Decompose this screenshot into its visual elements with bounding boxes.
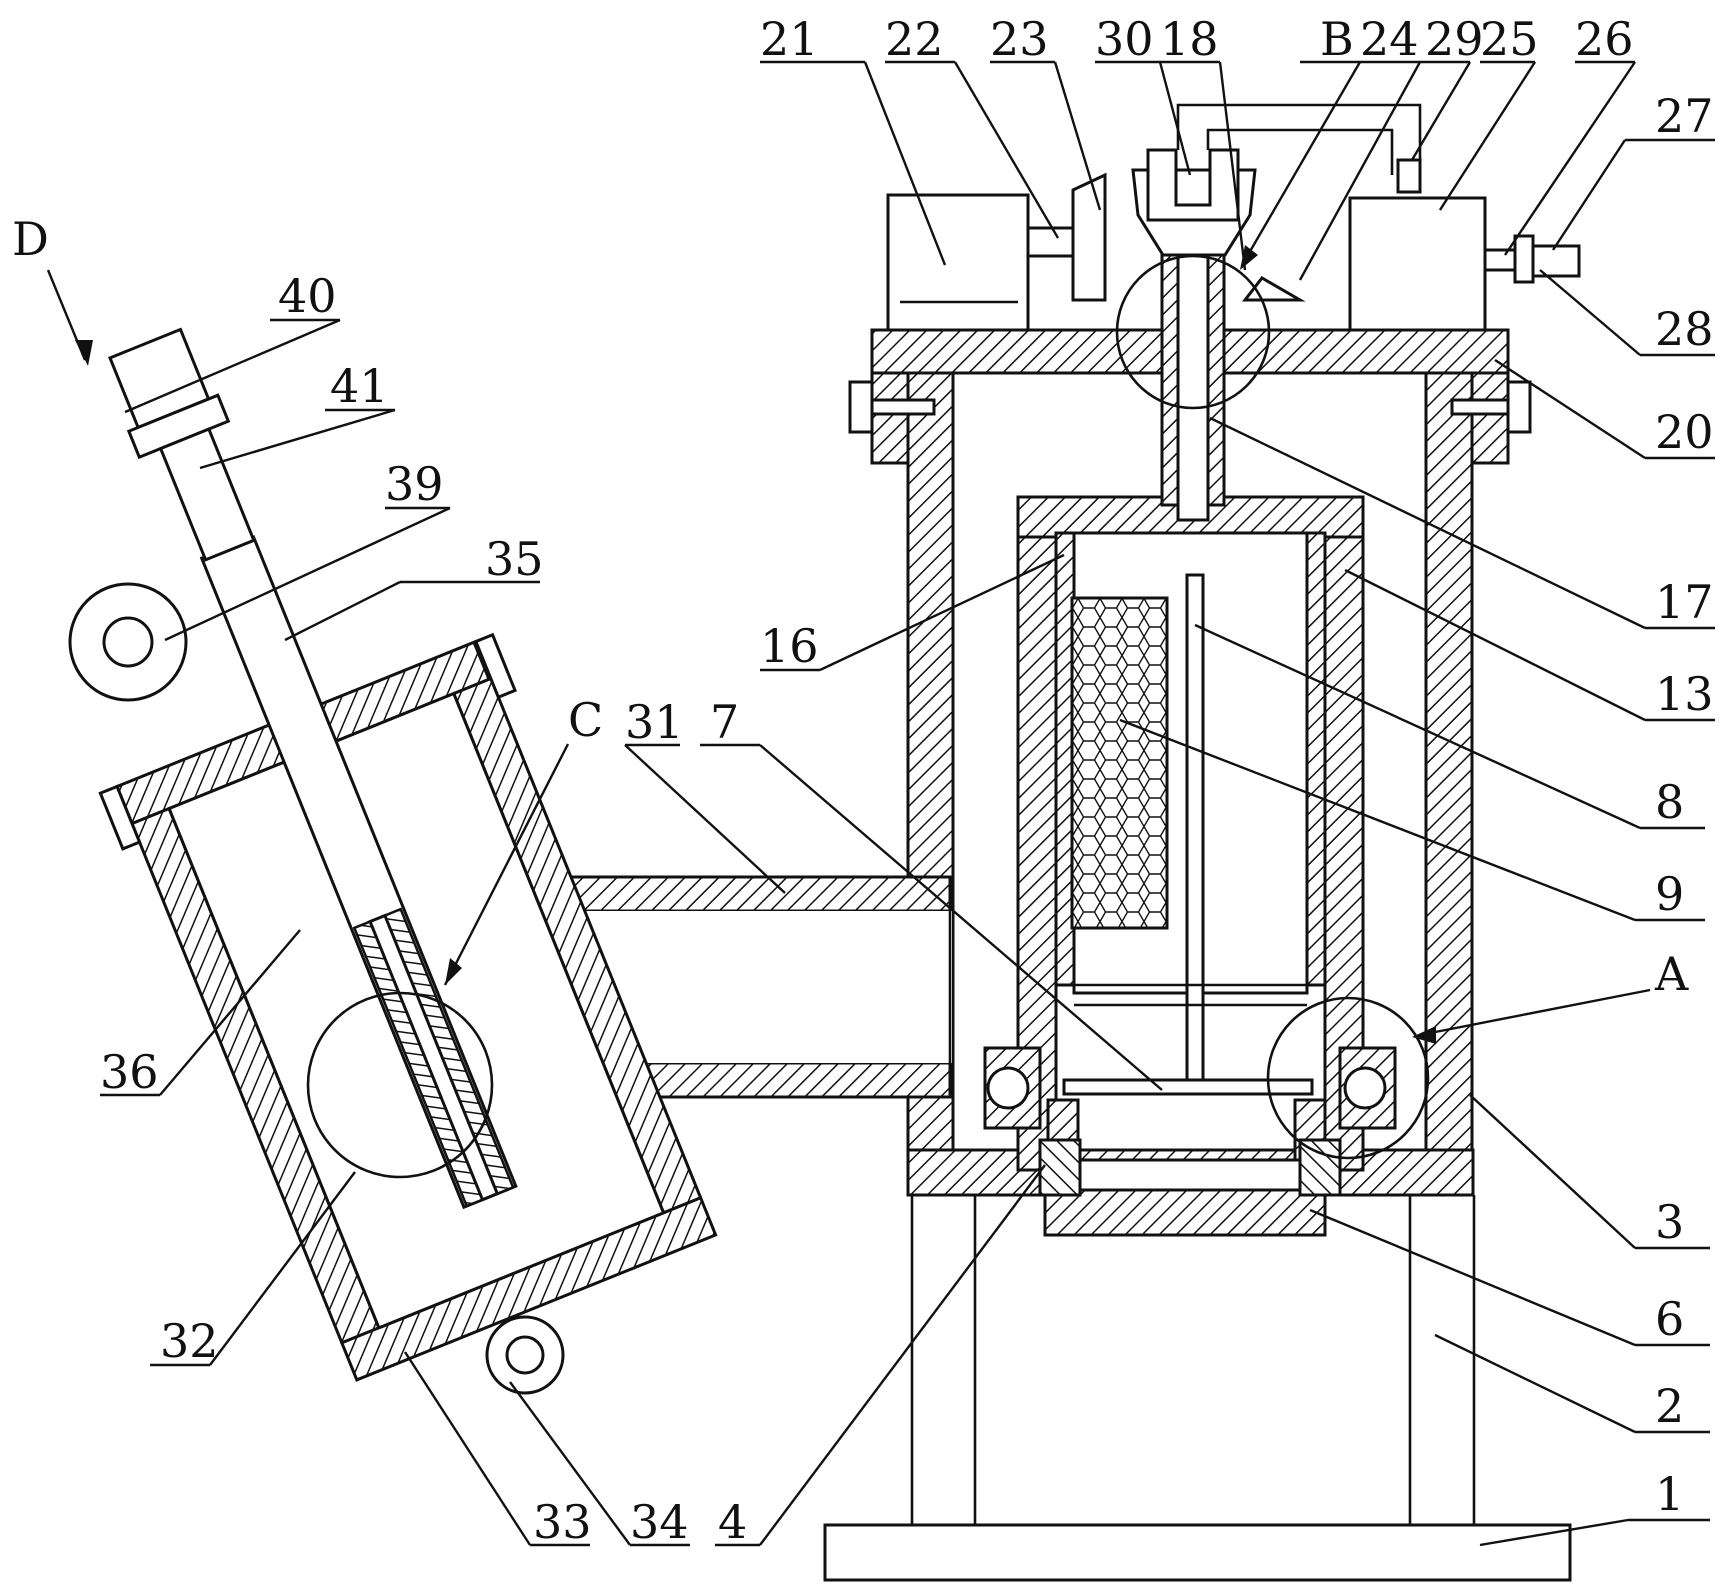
label-34: 34 xyxy=(630,1495,689,1549)
bearing-left xyxy=(983,1046,1042,1130)
label-18: 18 xyxy=(1160,12,1219,66)
label-20: 20 xyxy=(1655,405,1714,459)
label-2: 2 xyxy=(1655,1379,1684,1433)
central-shaft xyxy=(1131,148,1257,522)
inclined-cylinder xyxy=(98,327,718,1382)
label-13: 13 xyxy=(1655,667,1714,721)
label-16: 16 xyxy=(760,619,819,673)
detail-circle-c xyxy=(306,991,494,1179)
eye-ring xyxy=(68,582,188,702)
label-29: 29 xyxy=(1425,12,1484,66)
bottom-plate xyxy=(1038,1078,1342,1237)
detail-circle-a xyxy=(1266,996,1430,1160)
label-25: 25 xyxy=(1480,12,1539,66)
filter-media xyxy=(1070,596,1169,930)
label-32: 32 xyxy=(160,1314,219,1368)
label-30: 30 xyxy=(1095,12,1154,66)
base-plate xyxy=(823,1523,1572,1582)
label-27: 27 xyxy=(1655,89,1714,143)
detail-circle-b xyxy=(1115,254,1271,410)
label-33: 33 xyxy=(533,1495,592,1549)
label-39: 39 xyxy=(385,457,444,511)
label-6: 6 xyxy=(1655,1292,1684,1346)
label-36: 36 xyxy=(100,1045,159,1099)
label-8: 8 xyxy=(1655,775,1684,829)
label-7: 7 xyxy=(710,695,739,749)
label-41: 41 xyxy=(330,359,389,413)
motor-left xyxy=(886,172,1107,332)
label-17: 17 xyxy=(1655,575,1714,629)
part-labels: 21 22 23 30 18 B 24 29 25 26 27 28 20 17… xyxy=(12,12,1714,1549)
label-40: 40 xyxy=(278,269,337,323)
label-28: 28 xyxy=(1655,302,1714,356)
label-9: 9 xyxy=(1655,867,1684,921)
leader-lines xyxy=(46,60,1715,1547)
label-22: 22 xyxy=(885,12,944,66)
label-c: C xyxy=(568,693,603,747)
label-d: D xyxy=(12,212,49,266)
label-b: B xyxy=(1320,12,1354,66)
caster-wheel xyxy=(485,1315,565,1395)
motor-right xyxy=(1348,196,1581,332)
bearing-right xyxy=(1338,1046,1397,1130)
label-21: 21 xyxy=(760,12,819,66)
label-35: 35 xyxy=(485,532,544,586)
filter-cartridge xyxy=(1054,531,1327,1082)
bevel-gear-right xyxy=(1241,276,1306,302)
label-a: A xyxy=(1654,947,1689,1001)
support-frame xyxy=(910,1195,1476,1525)
label-24: 24 xyxy=(1360,12,1419,66)
label-26: 26 xyxy=(1575,12,1634,66)
label-23: 23 xyxy=(990,12,1049,66)
label-3: 3 xyxy=(1655,1195,1684,1249)
label-4: 4 xyxy=(718,1495,747,1549)
label-31: 31 xyxy=(625,695,684,749)
label-1: 1 xyxy=(1655,1467,1684,1521)
